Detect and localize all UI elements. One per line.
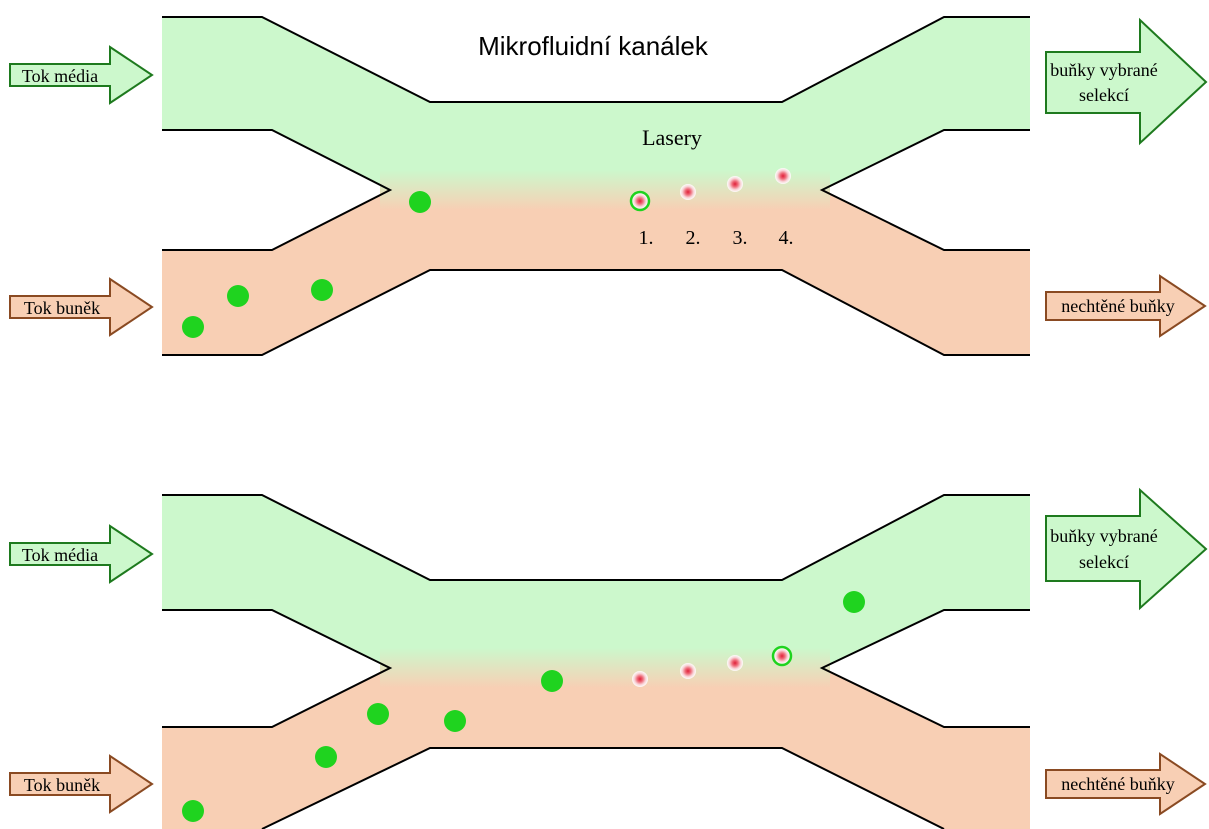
laser-spot <box>727 176 743 192</box>
unwanted-out-label: nechtěné buňky <box>1061 296 1174 316</box>
laser-spot <box>727 655 743 671</box>
cell <box>444 710 466 732</box>
arrow-media-in-bottom: Tok média <box>9 524 154 584</box>
cell <box>315 746 337 768</box>
arrow-unwanted-out-top: nechtěné buňky <box>1045 274 1207 338</box>
cells-top <box>182 191 431 338</box>
selected-out-label-line2: selekcí <box>1079 85 1129 105</box>
cell <box>541 670 563 692</box>
lasers-label: Lasery <box>642 125 702 150</box>
arrow-cells-in-top: Tok buněk <box>9 277 154 337</box>
media-stream-bottom <box>162 495 1030 668</box>
selected-out-label-line1: buňky vybrané <box>1050 526 1157 546</box>
cell <box>311 279 333 301</box>
cell <box>227 285 249 307</box>
arrow-selected-out-bottom: buňky vybrané selekcí <box>1045 487 1208 611</box>
arrow-unwanted-out-bottom: nechtěné buňky <box>1045 752 1207 816</box>
targeted-cell-ring <box>771 645 793 667</box>
fluid-fills <box>162 17 1030 355</box>
laser-spot <box>774 648 790 664</box>
laser-number: 4. <box>779 227 794 249</box>
cell <box>409 191 431 213</box>
channel-walls <box>162 16 1030 356</box>
laser-numbers: 1. 2. 3. 4. <box>639 227 794 249</box>
media-in-label: Tok média <box>22 66 98 86</box>
laser-spot <box>632 193 648 209</box>
laser-spot <box>632 671 648 687</box>
channel-walls-bottom <box>162 494 1030 829</box>
arrow-cells-in-bottom: Tok buněk <box>9 754 154 814</box>
laser-spot <box>775 168 791 184</box>
selected-out-label-line1: buňky vybrané <box>1050 60 1157 80</box>
laser-spot <box>680 184 696 200</box>
laser-number: 2. <box>686 227 701 249</box>
laser-number: 3. <box>733 227 748 249</box>
cells-bottom <box>182 591 865 822</box>
panel-bottom: Tok média Tok buněk buňky vybrané selekc… <box>9 487 1208 829</box>
laser-spots-top <box>632 168 791 209</box>
targeted-cell-ring <box>629 190 651 212</box>
cells-in-label: Tok buněk <box>24 298 100 318</box>
arrow-selected-out-top: buňky vybrané selekcí <box>1045 17 1208 146</box>
cell <box>367 703 389 725</box>
cell-stream-top <box>162 190 1030 355</box>
media-stream-top <box>162 17 1030 190</box>
cell <box>182 316 204 338</box>
unwanted-out-label: nechtěné buňky <box>1061 774 1174 794</box>
media-in-label: Tok média <box>22 545 98 565</box>
cell <box>182 800 204 822</box>
diagram-title: Mikrofluidní kanálek <box>478 31 709 61</box>
laser-spots-bottom <box>632 648 790 687</box>
arrow-media-in-top: Tok média <box>9 45 154 105</box>
cell <box>843 591 865 613</box>
mixing-band-top <box>380 170 830 210</box>
mixing-band-bottom <box>380 648 830 688</box>
laser-number: 1. <box>639 227 654 249</box>
panel-top: Mikrofluidní kanálek Lasery 1. 2. 3. 4. … <box>9 16 1208 356</box>
selected-out-label-line2: selekcí <box>1079 552 1129 572</box>
fluid-fills-bottom <box>162 495 1030 829</box>
cells-in-label: Tok buněk <box>24 775 100 795</box>
laser-spot <box>680 663 696 679</box>
